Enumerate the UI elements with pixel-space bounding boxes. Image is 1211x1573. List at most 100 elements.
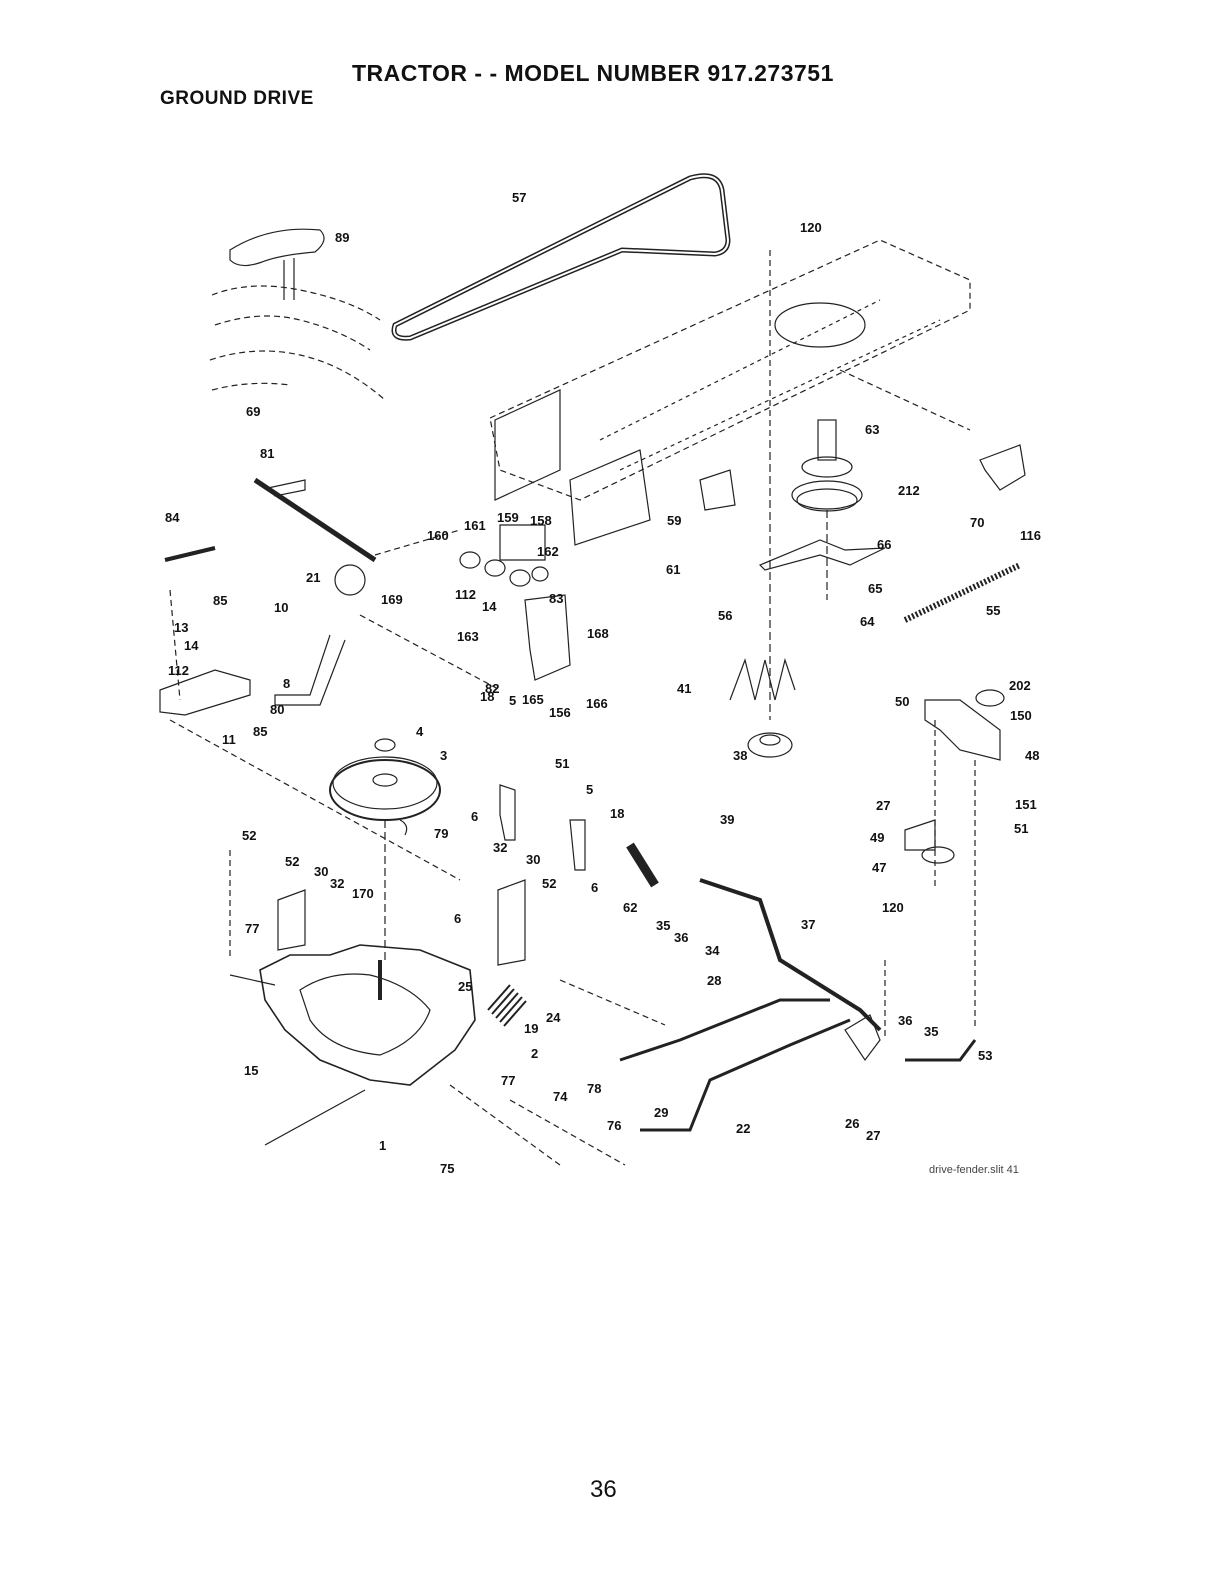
part-callout-62: 62 [623, 900, 637, 915]
part-callout-57: 57 [512, 190, 526, 205]
page-number: 36 [590, 1476, 617, 1503]
part-callout-85: 85 [253, 724, 267, 739]
part-callout-18: 18 [610, 806, 624, 821]
part-callout-24: 24 [546, 1010, 561, 1025]
part-callout-120: 120 [882, 900, 904, 915]
part-callout-59: 59 [667, 513, 681, 528]
part-callout-83: 83 [549, 591, 563, 606]
part-callout-5: 5 [509, 693, 516, 708]
part-callout-27: 27 [876, 798, 890, 813]
seat [229, 228, 325, 267]
part-callout-47: 47 [872, 860, 886, 875]
part-callout-63: 63 [865, 422, 879, 437]
part-callout-56: 56 [718, 608, 732, 623]
part-callout-75: 75 [440, 1161, 454, 1176]
part-callout-8: 8 [283, 676, 290, 691]
part-callout-14: 14 [184, 638, 199, 653]
part-callout-84: 84 [165, 510, 180, 525]
part-callout-77: 77 [245, 921, 259, 936]
part-callout-10: 10 [274, 600, 288, 615]
part-callout-27: 27 [866, 1128, 880, 1143]
part-callout-32: 32 [493, 840, 507, 855]
part-callout-82: 82 [485, 681, 499, 696]
drawing-file-label: drive-fender.slit 41 [929, 1164, 1019, 1176]
frame [489, 239, 971, 501]
part-callout-78: 78 [587, 1081, 601, 1096]
part-callout-89: 89 [335, 230, 349, 245]
part-callout-166: 166 [586, 696, 608, 711]
part-callout-32: 32 [330, 876, 344, 891]
part-callout-3: 3 [440, 748, 447, 763]
part-callout-4: 4 [416, 724, 424, 739]
part-callout-52: 52 [242, 828, 256, 843]
part-callout-2: 2 [531, 1046, 538, 1061]
part-callout-51: 51 [1014, 821, 1028, 836]
part-callout-165: 165 [522, 692, 544, 707]
part-callout-202: 202 [1009, 678, 1031, 693]
fender-outline [209, 285, 386, 401]
part-callout-11: 11 [222, 732, 236, 747]
part-callout-41: 41 [677, 681, 691, 696]
part-callout-49: 49 [870, 830, 884, 845]
part-callout-112: 112 [455, 587, 476, 602]
part-callout-51: 51 [555, 756, 569, 771]
part-callout-19: 19 [524, 1021, 538, 1036]
part-callout-158: 158 [530, 513, 552, 528]
part-callout-80: 80 [270, 702, 284, 717]
part-callout-161: 161 [464, 518, 486, 533]
part-callout-50: 50 [895, 694, 909, 709]
part-callout-160: 160 [427, 528, 449, 543]
part-callout-34: 34 [705, 943, 720, 958]
transaxle [259, 944, 476, 1086]
part-callout-53: 53 [978, 1048, 992, 1063]
part-callout-112: 112 [168, 663, 189, 678]
part-callout-25: 25 [458, 979, 472, 994]
drive-belt [391, 173, 731, 341]
part-callout-35: 35 [656, 918, 670, 933]
part-callout-116: 116 [1020, 528, 1041, 543]
part-callout-13: 13 [174, 620, 188, 635]
part-callout-85: 85 [213, 593, 227, 608]
part-callout-151: 151 [1015, 797, 1037, 812]
part-callout-14: 14 [482, 599, 497, 614]
page-title: TRACTOR - - MODEL NUMBER 917.273751 [352, 60, 834, 86]
part-callout-6: 6 [471, 809, 478, 824]
part-callout-38: 38 [733, 748, 747, 763]
part-callout-74: 74 [553, 1089, 568, 1104]
part-callout-77: 77 [501, 1073, 515, 1088]
part-callout-162: 162 [537, 544, 559, 559]
part-callout-170: 170 [352, 886, 374, 901]
part-callout-5: 5 [586, 782, 593, 797]
part-callout-6: 6 [591, 880, 598, 895]
part-callout-120: 120 [800, 220, 822, 235]
part-callout-81: 81 [260, 446, 274, 461]
part-callout-61: 61 [666, 562, 680, 577]
part-callout-52: 52 [542, 876, 556, 891]
part-callout-30: 30 [314, 864, 328, 879]
part-callout-1: 1 [379, 1138, 386, 1153]
part-callout-69: 69 [246, 404, 260, 419]
part-callout-159: 159 [497, 510, 519, 525]
part-callout-55: 55 [986, 603, 1000, 618]
part-callout-28: 28 [707, 973, 721, 988]
section-title: GROUND DRIVE [160, 88, 314, 109]
part-callout-150: 150 [1010, 708, 1032, 723]
part-callout-163: 163 [457, 629, 479, 644]
part-callout-36: 36 [674, 930, 688, 945]
part-callout-18: 18 [480, 689, 494, 704]
part-callout-79: 79 [434, 826, 448, 841]
part-callout-70: 70 [970, 515, 984, 530]
part-callout-15: 15 [244, 1063, 258, 1078]
part-callout-30: 30 [526, 852, 540, 867]
part-callout-168: 168 [587, 626, 609, 641]
part-callout-66: 66 [877, 537, 891, 552]
part-callout-6: 6 [454, 911, 461, 926]
part-callout-64: 64 [860, 614, 875, 629]
part-callout-65: 65 [868, 581, 882, 596]
part-callout-156: 156 [549, 705, 571, 720]
part-callout-29: 29 [654, 1105, 668, 1120]
part-callout-35: 35 [924, 1024, 938, 1039]
part-callout-22: 22 [736, 1121, 750, 1136]
part-callout-212: 212 [898, 483, 920, 498]
